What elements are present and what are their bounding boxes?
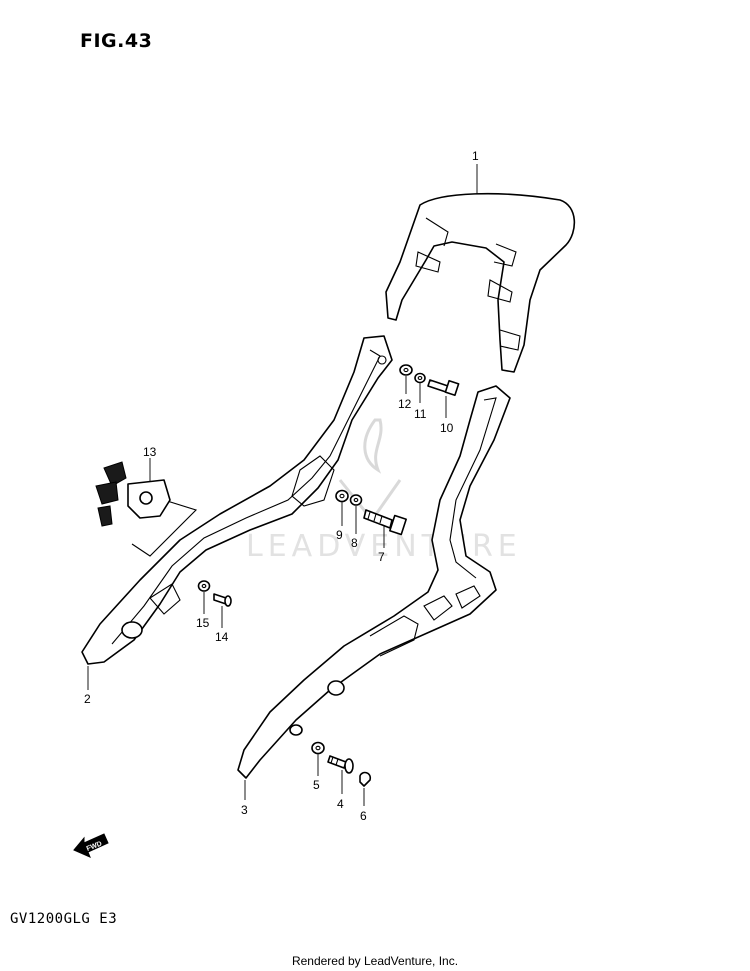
callout-2: 2 — [84, 692, 91, 706]
part-14-screw[interactable] — [213, 593, 232, 607]
callout-15: 15 — [196, 616, 210, 630]
part-11-washer[interactable] — [414, 372, 426, 384]
callout-1: 1 — [472, 149, 479, 163]
callout-10: 10 — [440, 421, 454, 435]
part-15-washer[interactable] — [197, 580, 211, 592]
callout-4: 4 — [337, 797, 344, 811]
part-10-bolt[interactable] — [427, 379, 460, 397]
callout-5: 5 — [313, 778, 320, 792]
part-4-screw[interactable] — [327, 755, 354, 774]
callout-14: 14 — [215, 630, 229, 644]
part-13-lock-set[interactable] — [95, 461, 198, 557]
part-3-right-frame[interactable] — [237, 385, 511, 779]
watermark-text: LEADVENTURE — [246, 529, 522, 564]
part-12-washer[interactable] — [399, 364, 413, 376]
callout-13: 13 — [143, 445, 157, 459]
part-1-backrest-pad[interactable] — [385, 192, 576, 373]
figure-title: FIG.43 — [80, 30, 153, 52]
leader-lines — [87, 164, 478, 806]
watermark-logo — [338, 418, 402, 523]
part-7-bolt[interactable] — [363, 509, 407, 536]
callout-7: 7 — [378, 550, 385, 564]
part-6-cap[interactable] — [359, 771, 372, 787]
part-8-washer[interactable] — [349, 494, 363, 506]
part-5-washer[interactable] — [311, 741, 325, 755]
callout-11: 11 — [414, 407, 427, 421]
callout-8: 8 — [351, 536, 358, 550]
model-code: GV1200GLG E3 — [10, 911, 118, 927]
part-2-left-frame[interactable] — [81, 335, 393, 665]
fwd-arrow-icon: FWD — [73, 833, 109, 858]
callout-6: 6 — [360, 809, 367, 823]
callout-9: 9 — [336, 528, 343, 542]
part-9-washer[interactable] — [335, 489, 349, 503]
callout-3: 3 — [241, 803, 248, 817]
footer-credit: Rendered by LeadVenture, Inc. — [291, 954, 459, 968]
callout-12: 12 — [398, 397, 412, 411]
